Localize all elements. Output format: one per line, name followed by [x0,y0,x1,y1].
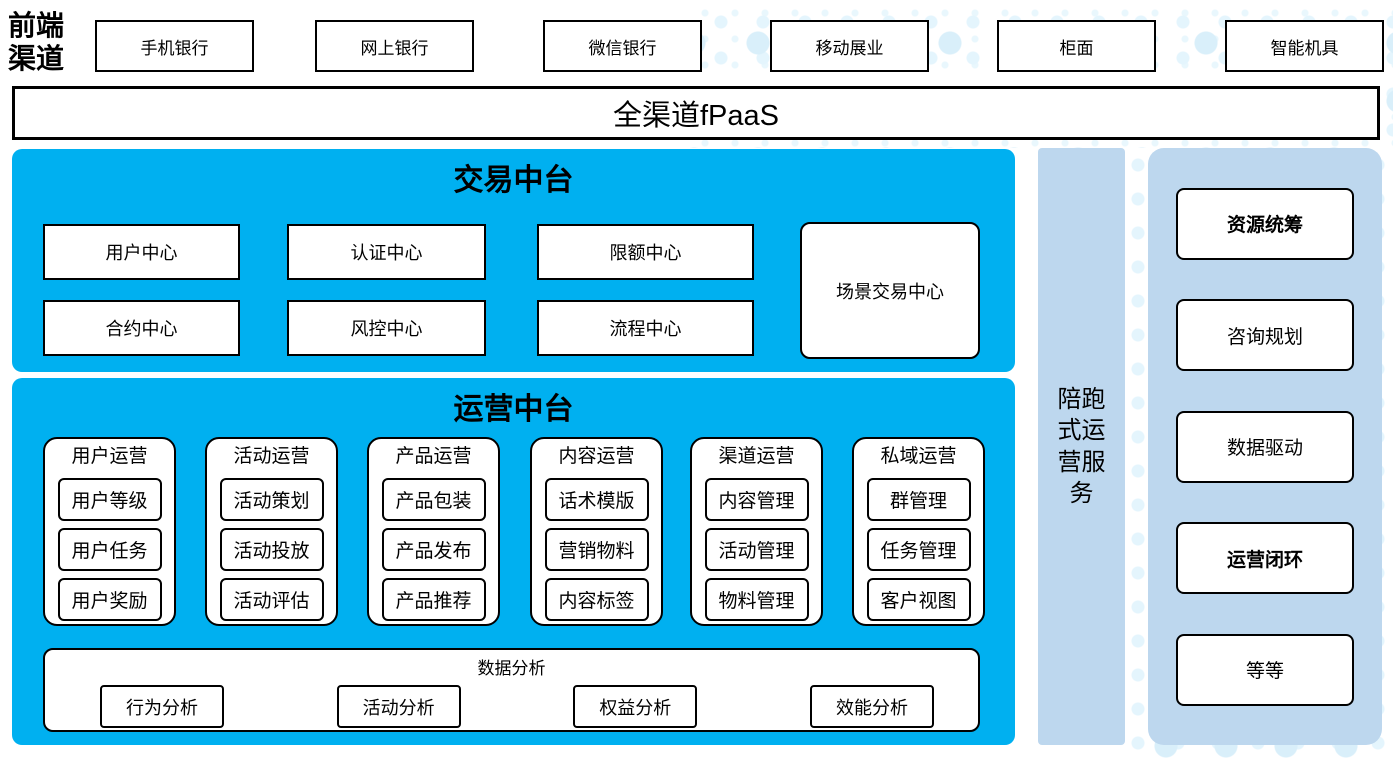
ops-group-title: 渠道运营 [718,446,795,467]
channel-box-online-banking: 网上银行 [315,20,474,72]
ops-item: 内容标签 [544,578,649,621]
front-channels-label: 前端渠道 [8,11,65,76]
center-box-risk: 风控中心 [287,300,486,356]
ops-item: 营销物料 [544,528,649,571]
center-box-process: 流程中心 [537,300,754,356]
data-analysis-row: 行为分析 活动分析 权益分析 效能分析 [45,679,978,728]
panel-item-consulting-planning: 咨询规划 [1176,299,1354,371]
channel-box-counter: 柜面 [997,20,1156,72]
ops-item: 用户等级 [57,478,162,521]
analysis-item-activity: 活动分析 [336,685,461,728]
center-box-contract: 合约中心 [43,300,240,356]
panel-item-data-driven: 数据驱动 [1176,410,1354,483]
analysis-item-efficiency: 效能分析 [809,685,934,728]
ops-group-title: 内容运营 [558,446,635,467]
accompanying-ops-service-label: 陪跑式运营服务 [1057,386,1106,507]
ops-item: 群管理 [866,478,971,521]
center-box-limit: 限额中心 [537,224,754,280]
ops-item: 客户视图 [866,578,971,621]
data-analysis-title: 数据分析 [477,659,546,678]
center-box-auth: 认证中心 [287,224,486,280]
analysis-item-behavior: 行为分析 [100,685,224,728]
trade-platform-title: 交易中台 [453,164,574,197]
panel-item-ops-closed-loop: 运营闭环 [1176,522,1354,594]
ops-item: 产品发布 [381,528,486,571]
ops-item: 活动管理 [704,528,809,571]
ops-group-title: 产品运营 [395,446,472,467]
panel-item-etc: 等等 [1176,633,1354,706]
fpaas-bar: 全渠道fPaaS [12,86,1380,140]
accompanying-ops-service-strip: 陪跑式运营服务 [1038,148,1125,745]
ops-group-title: 私域运营 [880,446,957,467]
ops-group-channel: 渠道运营 内容管理 活动管理 物料管理 [690,437,823,626]
trade-platform-section: 交易中台 用户中心 认证中心 限额中心 合约中心 风控中心 流程中心 场景交易中… [12,149,1015,372]
ops-item: 活动投放 [219,528,324,571]
ops-item: 话术模版 [544,478,649,521]
ops-group-title: 用户运营 [71,446,148,467]
panel-item-resource-coordination: 资源统筹 [1176,187,1354,260]
channel-box-smart-devices: 智能机具 [1225,20,1384,72]
ops-item: 活动评估 [219,578,324,621]
ops-item: 活动策划 [219,478,324,521]
center-box-user: 用户中心 [43,224,240,280]
scene-trade-center-box: 场景交易中心 [800,222,980,359]
ops-item: 产品推荐 [381,578,486,621]
ops-item: 用户奖励 [57,578,162,621]
ops-group-private-domain: 私域运营 群管理 任务管理 客户视图 [852,437,985,626]
ops-item: 用户任务 [57,528,162,571]
ops-item: 内容管理 [704,478,809,521]
ops-group-activity: 活动运营 活动策划 活动投放 活动评估 [205,437,338,626]
channel-box-wechat-banking: 微信银行 [543,20,702,72]
service-items-panel: 资源统筹 咨询规划 数据驱动 运营闭环 等等 [1148,148,1382,745]
ops-item: 产品包装 [381,478,486,521]
ops-item: 物料管理 [704,578,809,621]
ops-platform-section: 运营中台 用户运营 用户等级 用户任务 用户奖励 活动运营 活动策划 活动投放 … [12,378,1015,745]
ops-platform-title: 运营中台 [453,393,574,426]
analysis-item-benefit: 权益分析 [573,685,698,728]
channel-box-mobile-banking: 手机银行 [95,20,254,72]
data-analysis-section: 数据分析 行为分析 活动分析 权益分析 效能分析 [43,648,980,732]
channel-box-mobile-sales: 移动展业 [770,20,929,72]
ops-group-user: 用户运营 用户等级 用户任务 用户奖励 [43,437,176,626]
ops-group-content: 内容运营 话术模版 营销物料 内容标签 [530,437,663,626]
ops-group-title: 活动运营 [233,446,310,467]
ops-item: 任务管理 [866,528,971,571]
ops-group-product: 产品运营 产品包装 产品发布 产品推荐 [367,437,500,626]
